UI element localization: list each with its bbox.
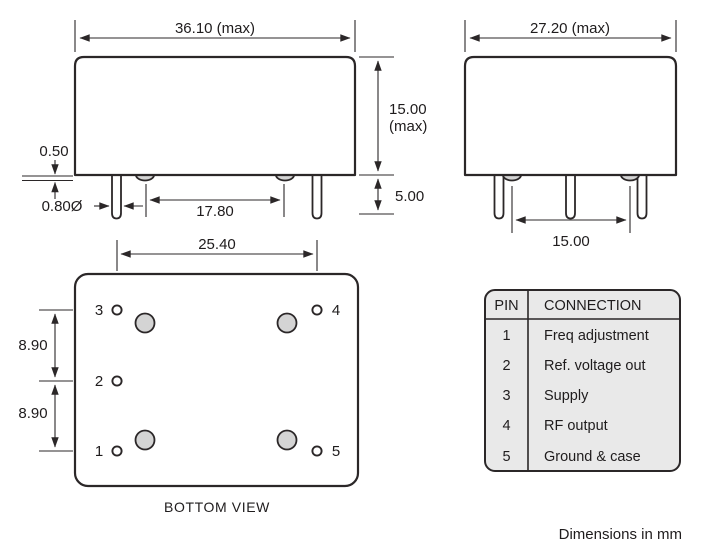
pin-1-hole <box>111 445 123 457</box>
side-pin-pitch-label: 15.00 <box>552 233 590 250</box>
bottom-row-pitch-bottom-label: 8.90 <box>18 405 47 422</box>
pin-4-hole <box>311 304 323 316</box>
front-standoff-label: 0.50 <box>39 143 68 160</box>
bottom-pin-pitch-label: 25.40 <box>198 236 236 253</box>
side-case-outline <box>463 55 678 177</box>
front-pin-length-label: 5.00 <box>395 188 424 205</box>
table-cell-connection: RF output <box>544 418 608 434</box>
front-pin-pitch-label: 17.80 <box>196 203 234 220</box>
front-case-outline <box>73 55 357 177</box>
standoff-pad <box>276 312 298 334</box>
pin-2-hole <box>111 375 123 387</box>
table-row: 1 Freq adjustment <box>502 328 648 344</box>
table-cell-pin: 2 <box>502 358 510 374</box>
side-pin-left <box>493 175 505 220</box>
units-note: Dimensions in mm <box>559 526 682 543</box>
table-row: 2 Ref. voltage out <box>502 358 645 374</box>
pin-1-label: 1 <box>95 443 103 460</box>
table-background <box>484 289 681 472</box>
table-cell-connection: Ref. voltage out <box>544 358 646 374</box>
table-header-pin: PIN <box>494 298 518 314</box>
standoff-pad <box>134 312 156 334</box>
side-pin-middle <box>565 175 576 220</box>
pin-connection-table: PIN CONNECTION 1 Freq adjustment 2 Ref. … <box>484 289 681 472</box>
table-cell-pin: 5 <box>502 449 510 465</box>
standoff-pad <box>134 429 156 451</box>
table-cell-pin: 1 <box>502 328 510 344</box>
pin-5-label: 5 <box>332 443 340 460</box>
table-cell-connection: Freq adjustment <box>544 328 649 344</box>
side-view: 27.20 (max) 15.00 <box>463 20 678 250</box>
table-header-connection: CONNECTION <box>544 298 641 314</box>
front-height-label-value: 15.00 <box>389 101 427 118</box>
table-cell-connection: Ground & case <box>544 449 641 465</box>
standoff-pad <box>276 429 298 451</box>
front-pin-right <box>311 175 323 220</box>
pin-2-label: 2 <box>95 373 103 390</box>
front-view: 36.10 (max) 15.00 (max) 5.00 0.50 0.80Ø … <box>22 20 427 220</box>
pin-3-hole <box>111 304 123 316</box>
front-pin-left <box>111 175 122 220</box>
pin-4-label: 4 <box>332 302 340 319</box>
side-width-label: 27.20 (max) <box>530 20 610 37</box>
front-pin-diameter-label: 0.80Ø <box>42 198 83 215</box>
table-row: 4 RF output <box>502 418 607 434</box>
bottom-view-caption: BOTTOM VIEW <box>164 499 270 515</box>
pin-3-label: 3 <box>95 302 103 319</box>
table-cell-pin: 3 <box>502 388 510 404</box>
front-width-label: 36.10 (max) <box>175 20 255 37</box>
bottom-view: 25.40 3 4 2 1 5 8.90 8.90 BOTTOM VIEW <box>18 236 360 515</box>
front-height-label-max: (max) <box>389 118 427 135</box>
bottom-row-pitch-top-label: 8.90 <box>18 337 47 354</box>
table-row: 3 Supply <box>502 388 589 404</box>
pin-5-hole <box>311 445 323 457</box>
table-row: 5 Ground & case <box>502 449 640 465</box>
table-cell-connection: Supply <box>544 388 589 404</box>
side-pin-right <box>636 175 648 220</box>
table-cell-pin: 4 <box>502 418 510 434</box>
